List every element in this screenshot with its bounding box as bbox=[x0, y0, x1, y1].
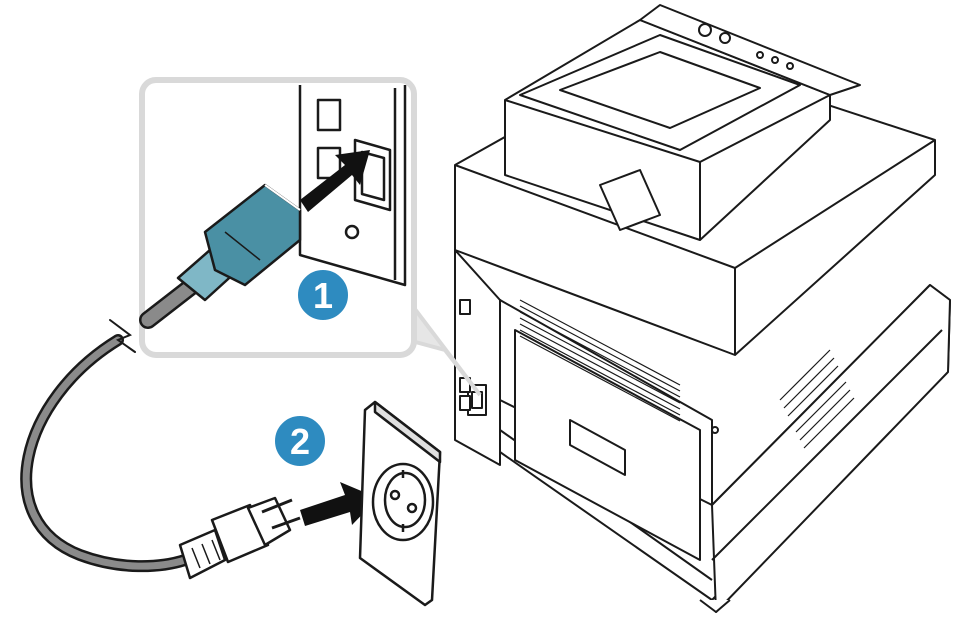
power-cable-icon bbox=[20, 319, 191, 573]
power-cord-connector-icon bbox=[176, 183, 302, 302]
wall-plug-icon bbox=[178, 496, 301, 580]
step-number-2: 2 bbox=[290, 421, 310, 462]
plug-in-arrow-icon bbox=[300, 482, 378, 526]
printer-icon bbox=[454, 4, 951, 613]
step-badge-2: 2 bbox=[271, 412, 329, 470]
wall-outlet-icon bbox=[358, 400, 442, 607]
inset-callout: 1 bbox=[139, 77, 482, 397]
step-badge-1: 1 bbox=[294, 266, 352, 324]
step-number-1: 1 bbox=[313, 275, 333, 316]
insert-arrow-icon bbox=[300, 150, 370, 212]
